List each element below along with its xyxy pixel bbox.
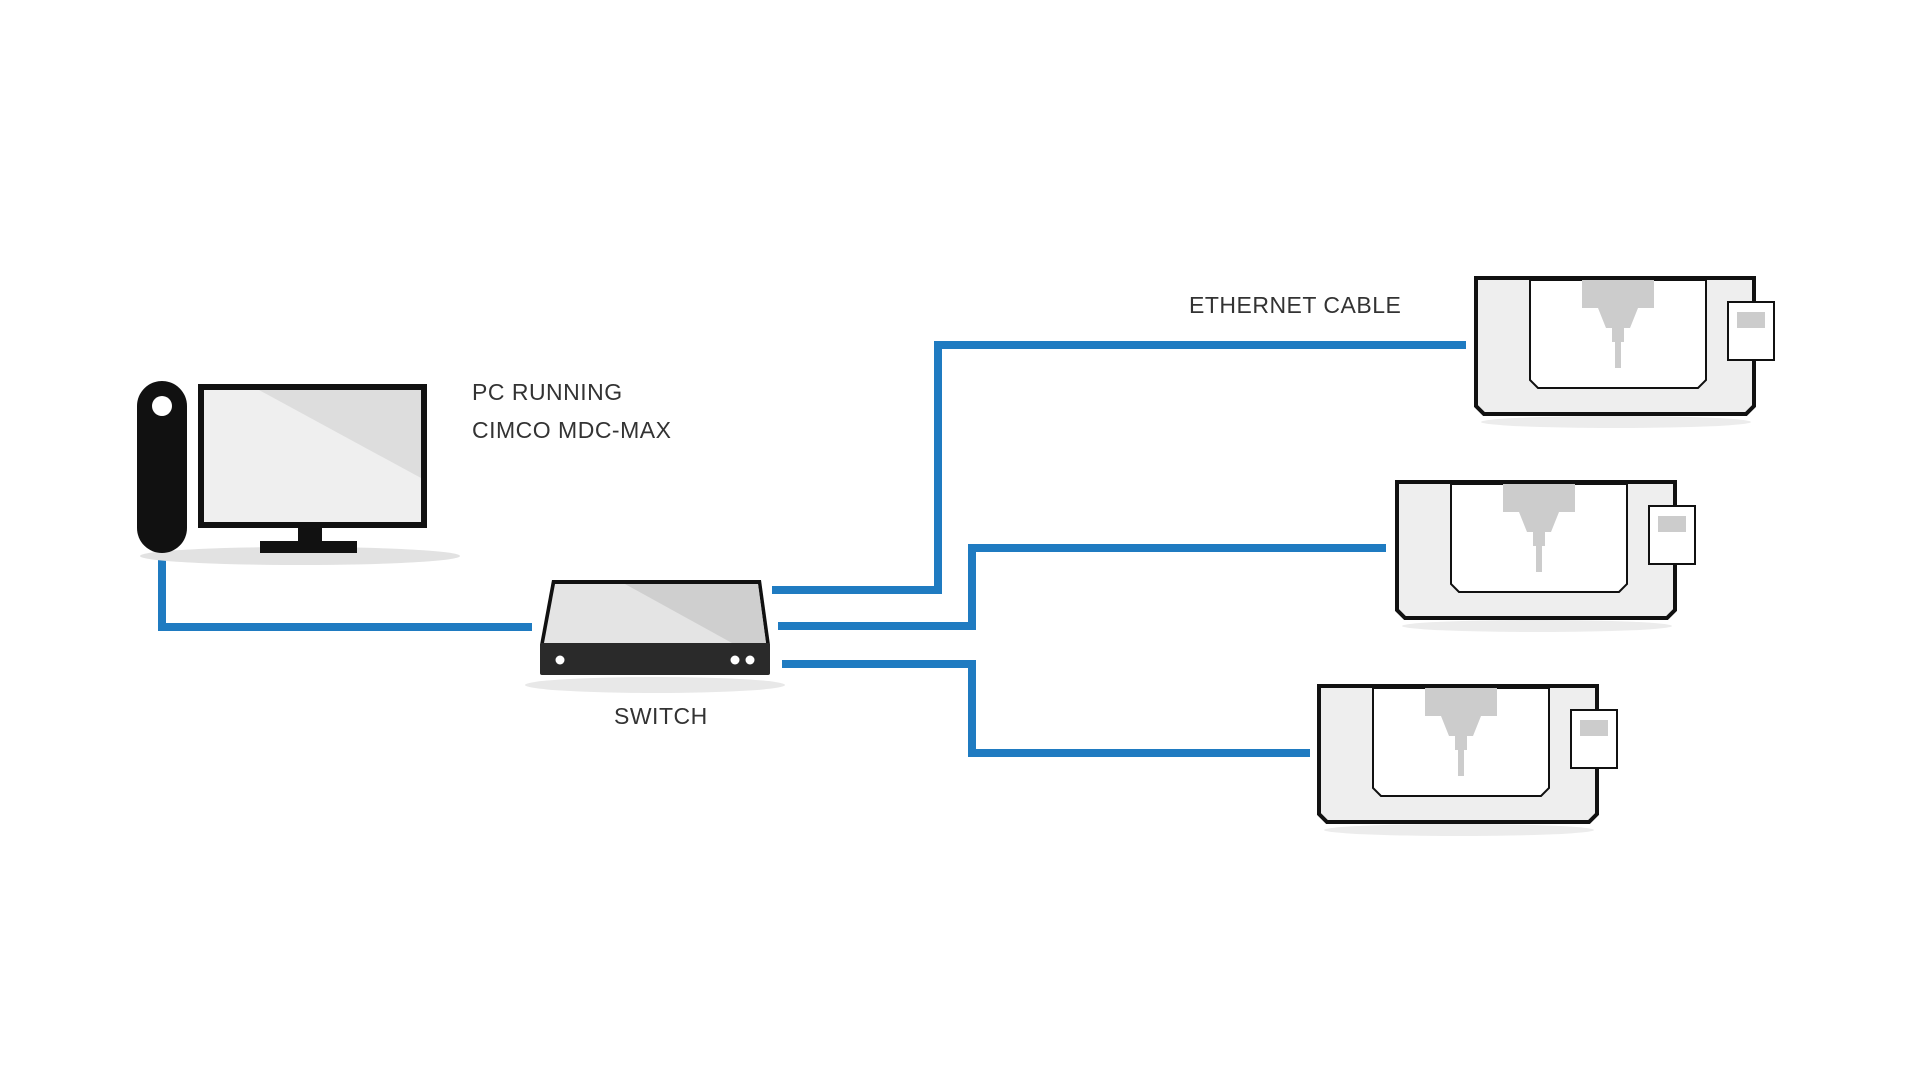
switch-shadow <box>525 677 785 693</box>
network-switch-icon <box>525 580 785 693</box>
switch-led-right-1 <box>730 655 740 665</box>
switch-front <box>540 643 770 675</box>
pc-shadow <box>140 547 460 565</box>
cable-pc-to-switch <box>158 560 532 631</box>
pc-label-line-2: CIMCO MDC-MAX <box>472 417 672 443</box>
cable-switch-to-machine-1 <box>772 341 1466 594</box>
ethernet-cable-label: ETHERNET CABLE <box>1189 292 1402 318</box>
switch-top-highlight <box>625 584 766 643</box>
switch-led-left <box>555 655 565 665</box>
cable-switch-to-machine-3 <box>782 660 1310 757</box>
pc-label-line-1: PC RUNNING <box>472 379 623 405</box>
pc-monitor-base <box>260 541 357 553</box>
cable-switch-to-machine-2 <box>778 544 1386 630</box>
pc-tower <box>137 381 187 553</box>
switch-led-right-2 <box>745 655 755 665</box>
cnc-machine-icon <box>1395 480 1697 634</box>
desktop-computer-icon <box>137 381 460 565</box>
pc-power-button <box>152 396 172 416</box>
pc-screen-reflection <box>259 390 421 478</box>
pc-monitor-neck <box>298 528 322 542</box>
switch-label: SWITCH <box>614 703 708 729</box>
cables <box>158 341 1466 757</box>
cnc-machine-icon <box>1474 276 1776 430</box>
cnc-machine-icon <box>1317 684 1619 838</box>
